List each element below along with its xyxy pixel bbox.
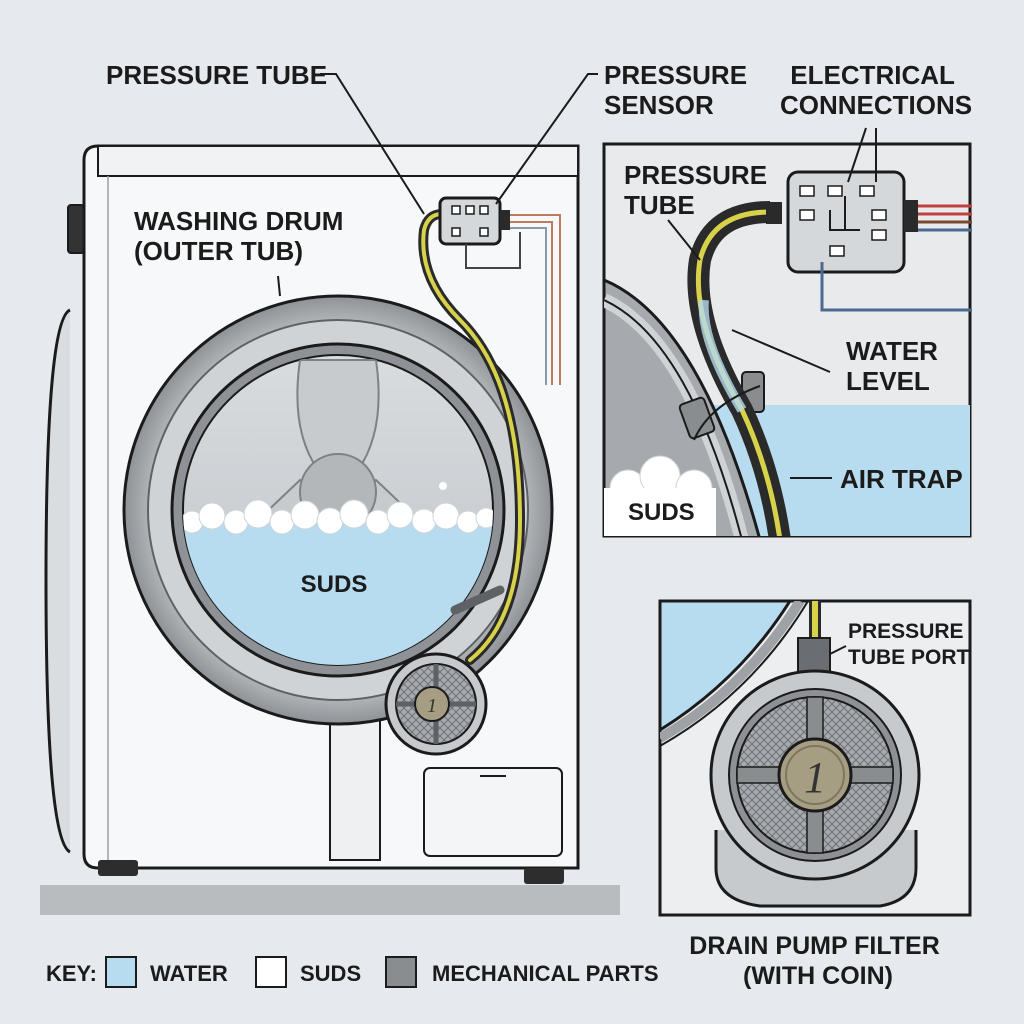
legend-title: KEY: [46, 961, 97, 986]
inset-coin-text: 1 [804, 753, 826, 802]
inset-label-air-trap: AIR TRAP [840, 464, 963, 494]
label-pressure-tube: PRESSURE TUBE [106, 60, 327, 90]
legend-label-mechanical: MECHANICAL PARTS [432, 961, 659, 986]
label-pressure-sensor: PRESSURE SENSOR [604, 60, 754, 120]
inset-coin [777, 737, 853, 813]
inset-label-pressure-tube-port: PRESSURE TUBE PORT [848, 620, 970, 669]
washing-drum [122, 294, 554, 726]
legend: KEY: WATER SUDS MECHANICAL PARTS [46, 956, 659, 988]
inset-suds-foam [604, 455, 716, 536]
inset-label-pressure-tube: PRESSURE TUBE [624, 160, 774, 220]
label-suds: SUDS [301, 571, 368, 598]
inset-sensor-detail [602, 127, 972, 538]
coin-text: 1 [427, 695, 437, 717]
legend-label-water: WATER [150, 961, 228, 986]
inset-label-water-level: WATER LEVEL [846, 336, 945, 396]
service-panel [423, 767, 563, 857]
legend-swatch-suds [255, 956, 287, 988]
drain-pump: 1 [384, 652, 488, 756]
floor [40, 885, 620, 915]
inset-label-suds: SUDS [628, 499, 695, 526]
inset-caption: DRAIN PUMP FILTER (WITH COIN) [689, 932, 946, 990]
inset-drain-filter: 1 [658, 599, 972, 917]
main-pressure-sensor [438, 196, 561, 385]
suds-foam [183, 499, 493, 535]
legend-swatch-mechanical [385, 956, 417, 988]
label-electrical-connections: ELECTRICAL CONNECTIONS [780, 60, 972, 120]
coin [414, 686, 450, 722]
legend-swatch-water [105, 956, 137, 988]
label-washing-drum: WASHING DRUM (OUTER TUB) [134, 206, 351, 266]
legend-label-suds: SUDS [300, 961, 361, 986]
